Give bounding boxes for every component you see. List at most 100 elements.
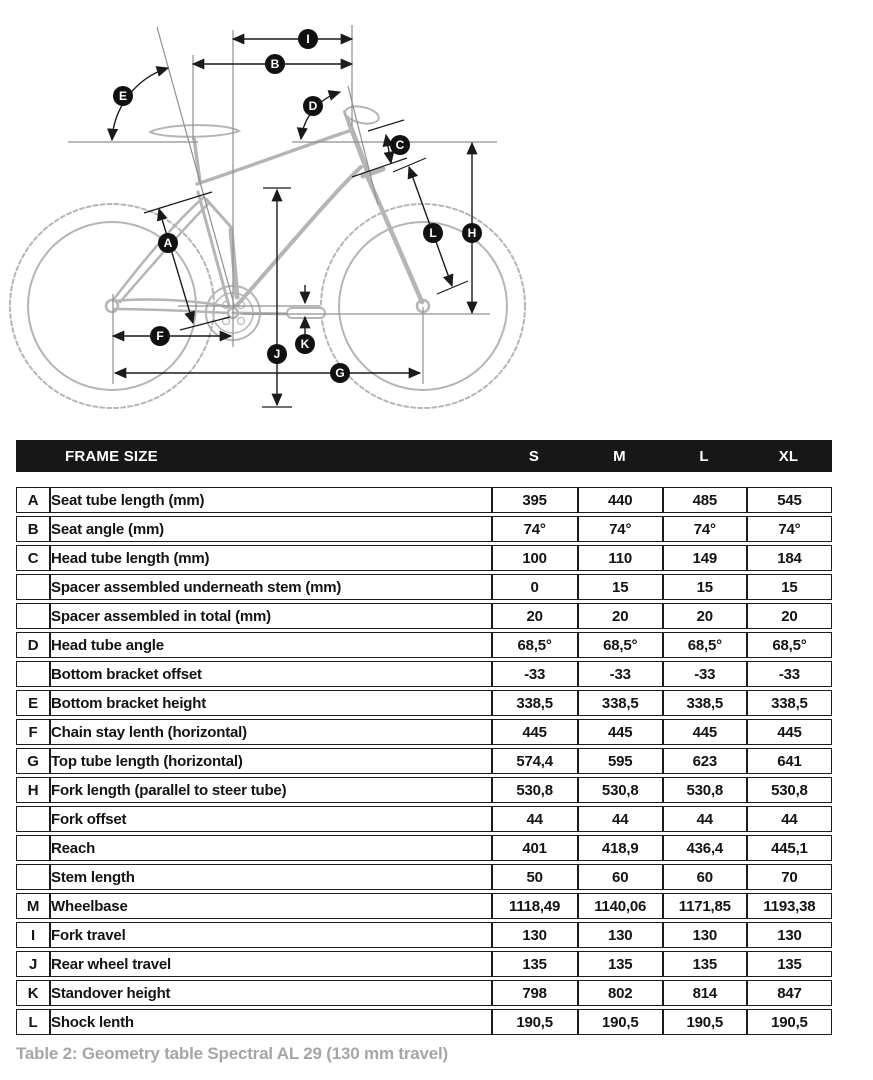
row-value-xl: 338,5 bbox=[746, 690, 832, 716]
row-value-s: -33 bbox=[491, 661, 578, 687]
dim-label-j: J bbox=[267, 344, 287, 364]
row-key: G bbox=[16, 748, 51, 774]
row-key: D bbox=[16, 632, 51, 658]
row-value-m: 20 bbox=[577, 603, 663, 629]
dim-label-b: B bbox=[265, 54, 285, 74]
row-value-m: -33 bbox=[577, 661, 663, 687]
table-caption: Table 2: Geometry table Spectral AL 29 (… bbox=[16, 1044, 449, 1063]
row-value-xl: 190,5 bbox=[746, 1009, 832, 1035]
dim-label-f: F bbox=[150, 326, 170, 346]
row-value-xl: 545 bbox=[746, 487, 832, 513]
row-value-l: 623 bbox=[662, 748, 747, 774]
row-value-m: 110 bbox=[577, 545, 663, 571]
row-label: Reach bbox=[50, 835, 492, 861]
row-value-xl: 135 bbox=[746, 951, 832, 977]
dim-label-i: I bbox=[298, 29, 318, 49]
row-value-s: 130 bbox=[491, 922, 578, 948]
row-value-m: 190,5 bbox=[577, 1009, 663, 1035]
column-header-xl: XL bbox=[778, 447, 799, 465]
row-key bbox=[16, 806, 51, 832]
row-value-s: 44 bbox=[491, 806, 578, 832]
row-value-s: 574,4 bbox=[491, 748, 578, 774]
row-label: Head tube length (mm) bbox=[50, 545, 492, 571]
row-key bbox=[16, 661, 51, 687]
row-key: I bbox=[16, 922, 51, 948]
svg-text:L: L bbox=[429, 226, 436, 240]
svg-text:K: K bbox=[301, 337, 310, 351]
svg-text:I: I bbox=[306, 32, 309, 46]
row-value-xl: 20 bbox=[746, 603, 832, 629]
row-key: K bbox=[16, 980, 51, 1006]
row-value-l: -33 bbox=[662, 661, 747, 687]
row-value-xl: 445,1 bbox=[746, 835, 832, 861]
column-header-frame-size: FRAME SIZE bbox=[65, 447, 158, 465]
bike-diagram-svg: A B C D E F G H I J K L bbox=[9, 25, 526, 409]
row-value-l: 338,5 bbox=[662, 690, 747, 716]
row-value-l: 814 bbox=[662, 980, 747, 1006]
row-value-xl: 641 bbox=[746, 748, 832, 774]
row-key bbox=[16, 603, 51, 629]
row-label: Top tube length (horizontal) bbox=[50, 748, 492, 774]
row-value-xl: 44 bbox=[746, 806, 832, 832]
fork bbox=[360, 166, 425, 305]
column-header-l: L bbox=[699, 447, 709, 465]
row-label: Head tube angle bbox=[50, 632, 492, 658]
row-value-m: 418,9 bbox=[577, 835, 663, 861]
row-label: Bottom bracket height bbox=[50, 690, 492, 716]
row-value-m: 595 bbox=[577, 748, 663, 774]
dim-line-a bbox=[156, 207, 196, 325]
row-value-m: 445 bbox=[577, 719, 663, 745]
row-value-m: 1140,06 bbox=[577, 893, 663, 919]
bike-geometry-diagram: A B C D E F G H I J K L bbox=[0, 0, 873, 438]
row-value-xl: 68,5° bbox=[746, 632, 832, 658]
row-value-l: 44 bbox=[662, 806, 747, 832]
row-value-m: 135 bbox=[577, 951, 663, 977]
row-key: B bbox=[16, 516, 51, 542]
row-value-m: 68,5° bbox=[577, 632, 663, 658]
row-key: M bbox=[16, 893, 51, 919]
row-label: Fork length (parallel to steer tube) bbox=[50, 777, 492, 803]
row-key bbox=[16, 835, 51, 861]
row-key: C bbox=[16, 545, 51, 571]
svg-text:G: G bbox=[335, 366, 344, 380]
dim-label-g: G bbox=[330, 363, 350, 383]
row-value-s: 530,8 bbox=[491, 777, 578, 803]
svg-text:F: F bbox=[156, 329, 163, 343]
row-label: Spacer assembled underneath stem (mm) bbox=[50, 574, 492, 600]
row-value-m: 60 bbox=[577, 864, 663, 890]
row-value-xl: 74° bbox=[746, 516, 832, 542]
row-value-s: 20 bbox=[491, 603, 578, 629]
row-value-s: 68,5° bbox=[491, 632, 578, 658]
row-key: H bbox=[16, 777, 51, 803]
column-header-m: M bbox=[613, 447, 626, 465]
row-value-xl: -33 bbox=[746, 661, 832, 687]
frame bbox=[111, 122, 370, 315]
row-label: Fork offset bbox=[50, 806, 492, 832]
row-value-l: 60 bbox=[662, 864, 747, 890]
dim-label-e: E bbox=[113, 86, 133, 106]
row-key: F bbox=[16, 719, 51, 745]
row-value-l: 135 bbox=[662, 951, 747, 977]
row-value-l: 485 bbox=[662, 487, 747, 513]
row-value-s: 190,5 bbox=[491, 1009, 578, 1035]
row-value-s: 50 bbox=[491, 864, 578, 890]
row-key: E bbox=[16, 690, 51, 716]
row-key: J bbox=[16, 951, 51, 977]
row-value-s: 135 bbox=[491, 951, 578, 977]
row-value-m: 440 bbox=[577, 487, 663, 513]
svg-text:A: A bbox=[164, 236, 173, 250]
row-label: Shock lenth bbox=[50, 1009, 492, 1035]
table-header: FRAME SIZE S M L XL bbox=[16, 440, 832, 472]
row-value-xl: 530,8 bbox=[746, 777, 832, 803]
row-value-m: 802 bbox=[577, 980, 663, 1006]
row-value-m: 530,8 bbox=[577, 777, 663, 803]
